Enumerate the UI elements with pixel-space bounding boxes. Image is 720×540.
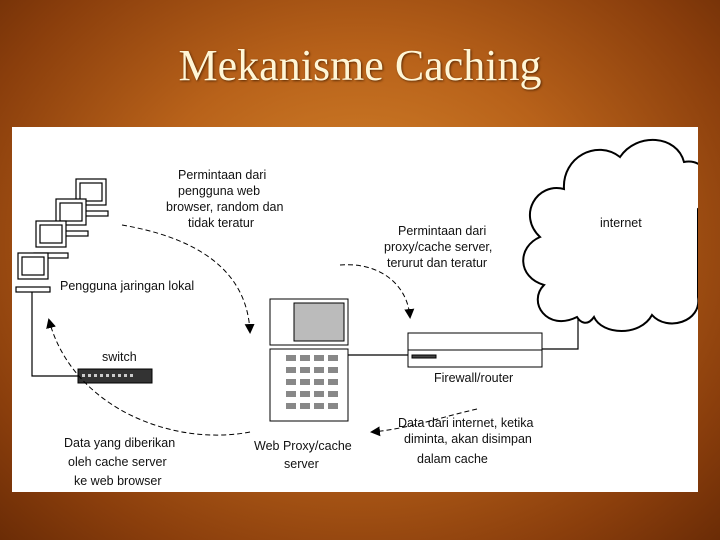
switch-label: switch bbox=[102, 350, 137, 364]
proxy-server-icon bbox=[269, 298, 349, 422]
proxy-server-label: Web Proxy/cache server bbox=[254, 439, 355, 471]
network-connections bbox=[31, 292, 579, 377]
internet-label: internet bbox=[600, 216, 642, 230]
proxy-request-label: Permintaan dari proxy/cache server, teru… bbox=[384, 224, 496, 270]
slide-title: Mekanisme Caching bbox=[178, 41, 542, 90]
caching-diagram-panel: internet Pengguna jaringan lokal Permint… bbox=[12, 127, 711, 492]
workstation-icons bbox=[15, 178, 109, 293]
cache-data-label: Data yang diberikan oleh cache server ke… bbox=[64, 436, 179, 488]
local-users-label: Pengguna jaringan lokal bbox=[60, 279, 194, 293]
internet-data-label: Data dari internet, ketika diminta, akan… bbox=[398, 416, 537, 466]
user-request-label: Permintaan dari pengguna web browser, ra… bbox=[166, 168, 287, 230]
internet-cloud-icon bbox=[522, 139, 711, 332]
flow-arrows bbox=[46, 224, 478, 437]
firewall-router-icon bbox=[407, 332, 543, 368]
firewall-label: Firewall/router bbox=[434, 371, 513, 385]
caching-diagram: internet Pengguna jaringan lokal Permint… bbox=[15, 139, 711, 488]
